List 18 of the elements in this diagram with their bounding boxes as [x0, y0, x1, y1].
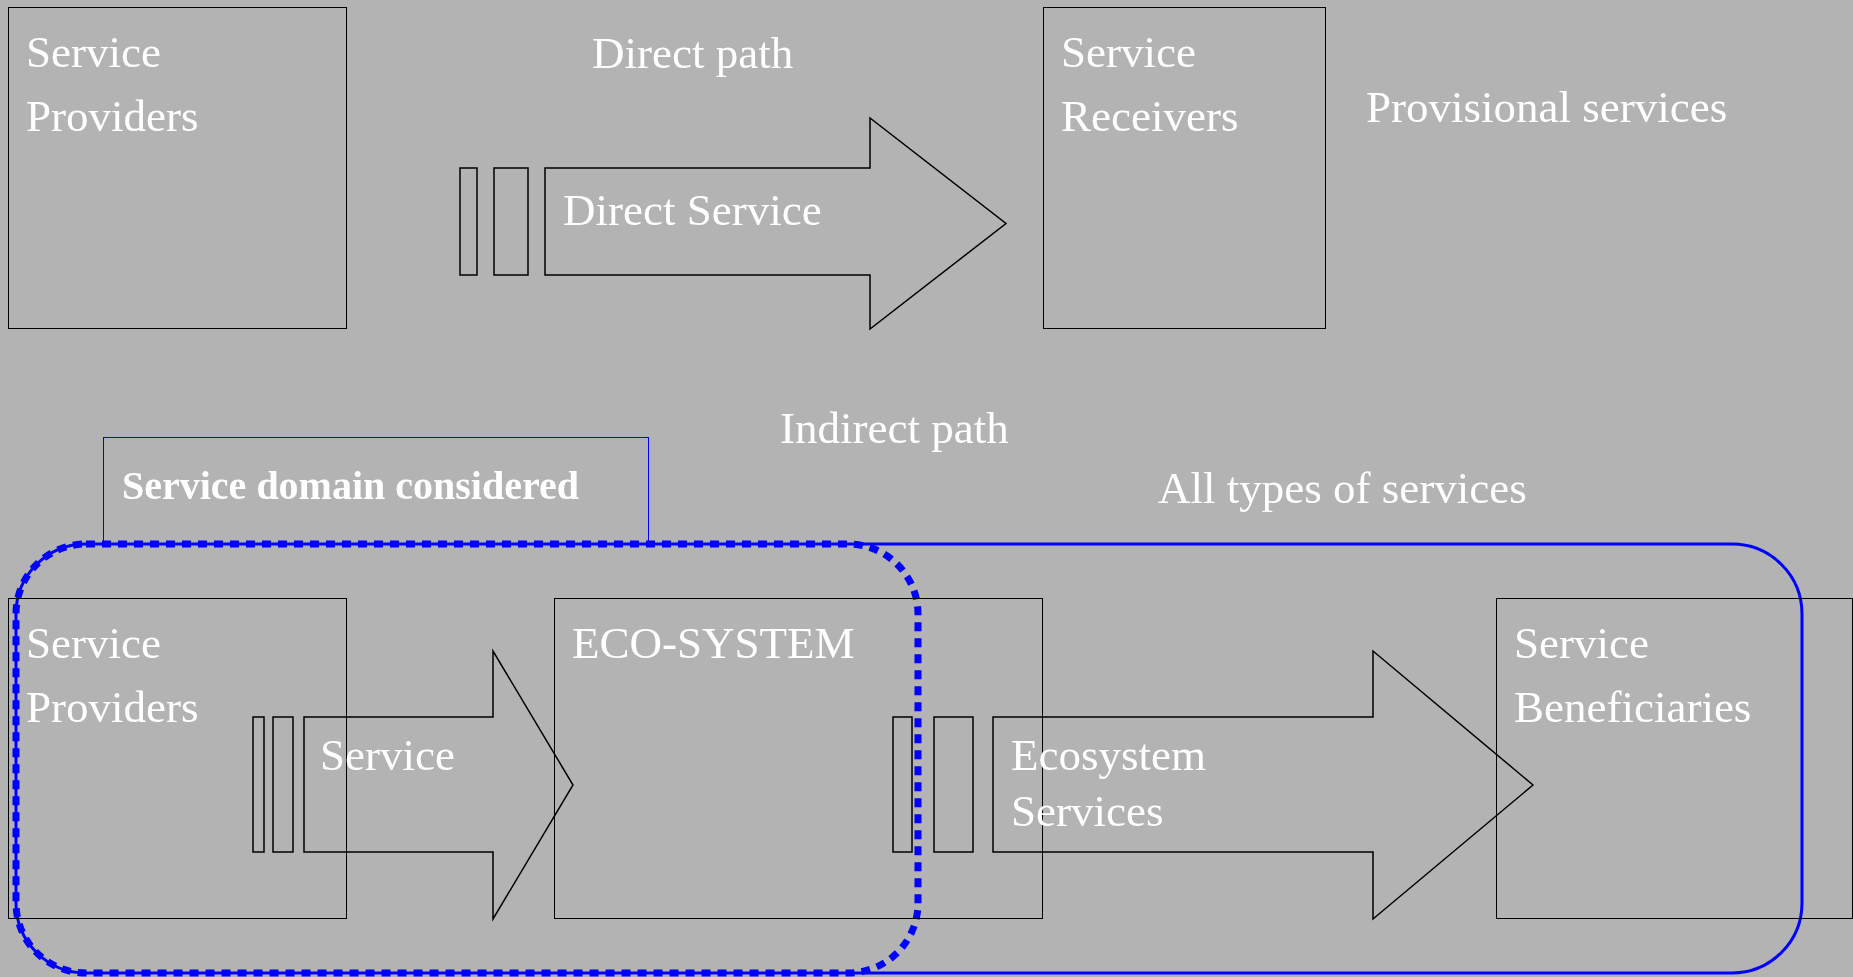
section-label: Indirect path [780, 402, 1009, 455]
edge-label: Direct Service [563, 184, 823, 237]
box-label: Service Receivers [1061, 26, 1240, 143]
region-heading: All types of services [1158, 462, 1528, 515]
box [8, 7, 347, 329]
box-label: Service Providers [26, 617, 200, 734]
section-label: Direct path [592, 27, 794, 80]
section-label: Provisional services [1366, 81, 1728, 134]
box-label: Service Beneficiaries [1514, 617, 1753, 734]
block-arrow [459, 116, 1008, 331]
box-label: Service Providers [26, 26, 200, 143]
box [1496, 598, 1853, 919]
domain-box [103, 437, 649, 544]
box-label: ECO-SYSTEM [572, 617, 856, 670]
box [1043, 7, 1326, 329]
box-label: Service domain considered [122, 462, 580, 510]
block-arrow [892, 649, 1535, 921]
block-arrow [252, 648, 574, 922]
